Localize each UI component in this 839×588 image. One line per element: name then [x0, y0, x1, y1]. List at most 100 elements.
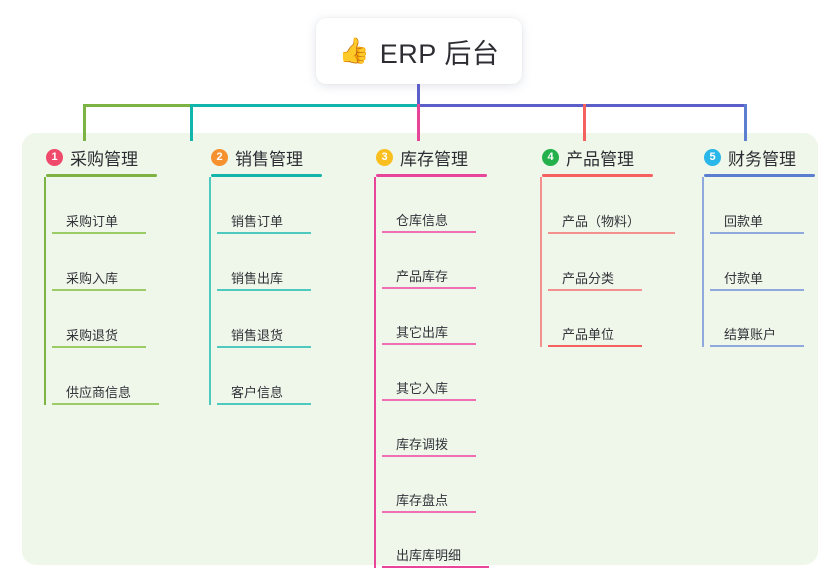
branch-title-product: 产品管理 [566, 149, 634, 169]
branch-column-sales: 2 销售管理 销售订单 销售出库 销售退货 客户信息 [201, 145, 351, 405]
item-label: 产品（物料） [562, 214, 641, 229]
connector-drop-branch-1 [83, 104, 86, 141]
item-rule [217, 346, 311, 348]
list-item[interactable]: 仓库信息 [374, 177, 476, 233]
item-rule [382, 511, 476, 513]
branches-panel [22, 133, 818, 565]
item-rule [52, 232, 146, 234]
item-label: 产品单位 [562, 327, 615, 342]
list-item[interactable]: 结算账户 [702, 291, 804, 347]
connector-root-stem [417, 84, 420, 106]
branch-spine-3 [374, 177, 376, 568]
item-label: 供应商信息 [66, 385, 132, 400]
branch-rule-2 [211, 174, 322, 177]
item-rule [217, 289, 311, 291]
item-rule [52, 289, 146, 291]
list-item[interactable]: 采购订单 [44, 177, 146, 234]
item-rule [382, 231, 476, 233]
item-label: 产品库存 [396, 269, 449, 284]
item-rule [710, 345, 804, 347]
list-item[interactable]: 其它入库 [374, 345, 476, 401]
list-item[interactable]: 出库库明细 [374, 513, 489, 568]
branch-items-finance: 回款单 付款单 结算账户 [694, 177, 839, 347]
branch-badge-5: 5 [704, 148, 721, 166]
connector-drop-branch-3 [417, 104, 420, 141]
item-label: 销售出库 [231, 271, 284, 286]
item-rule [710, 232, 804, 234]
branch-column-purchasing: 1 采购管理 采购订单 采购入库 采购退货 供应商信息 [36, 145, 186, 405]
list-item[interactable]: 回款单 [702, 177, 804, 234]
branch-spine-2 [209, 177, 211, 405]
branch-column-product: 4 产品管理 产品（物料） 产品分类 产品单位 [532, 145, 702, 347]
item-label: 付款单 [724, 271, 764, 286]
branch-title-finance: 财务管理 [728, 149, 796, 169]
item-rule [710, 289, 804, 291]
connector-bus-segment-3 [417, 104, 747, 107]
list-item[interactable]: 供应商信息 [44, 348, 159, 405]
item-label: 出库库明细 [396, 548, 462, 563]
branch-rule-5 [704, 174, 815, 177]
item-rule [52, 403, 159, 405]
item-label: 结算账户 [724, 327, 777, 342]
item-label: 产品分类 [562, 271, 615, 286]
list-item[interactable]: 销售订单 [209, 177, 311, 234]
connector-drop-branch-5 [744, 104, 747, 141]
list-item[interactable]: 产品分类 [540, 234, 642, 291]
item-rule [382, 455, 476, 457]
branch-column-finance: 5 财务管理 回款单 付款单 结算账户 [694, 145, 839, 347]
branch-header-sales[interactable]: 2 销售管理 [201, 145, 351, 169]
branch-badge-1: 1 [46, 148, 63, 166]
item-label: 其它出库 [396, 325, 449, 340]
branch-items-purchasing: 采购订单 采购入库 采购退货 供应商信息 [36, 177, 186, 405]
branch-items-sales: 销售订单 销售出库 销售退货 客户信息 [201, 177, 351, 405]
list-item[interactable]: 付款单 [702, 234, 804, 291]
connector-bus-segment-1 [83, 104, 191, 107]
item-label: 客户信息 [231, 385, 284, 400]
item-label: 库存调拨 [396, 437, 449, 452]
list-item[interactable]: 库存调拨 [374, 401, 476, 457]
branch-spine-5 [702, 177, 704, 347]
branch-header-finance[interactable]: 5 财务管理 [694, 145, 839, 169]
root-node-erp-backend[interactable]: 👍 ERP 后台 [316, 18, 522, 84]
branch-header-product[interactable]: 4 产品管理 [532, 145, 702, 169]
item-label: 仓库信息 [396, 213, 449, 228]
branch-badge-3: 3 [376, 148, 393, 166]
branch-spine-1 [44, 177, 46, 405]
branch-rule-1 [46, 174, 157, 177]
item-rule [52, 346, 146, 348]
item-label: 采购退货 [66, 328, 119, 343]
item-rule [382, 343, 476, 345]
branch-header-purchasing[interactable]: 1 采购管理 [36, 145, 186, 169]
list-item[interactable]: 产品（物料） [540, 177, 675, 234]
list-item[interactable]: 销售退货 [209, 291, 311, 348]
branch-rule-3 [376, 174, 487, 177]
list-item[interactable]: 产品单位 [540, 291, 642, 347]
item-rule [548, 289, 642, 291]
branch-header-inventory[interactable]: 3 库存管理 [366, 145, 526, 169]
item-label: 其它入库 [396, 381, 449, 396]
item-rule [217, 403, 311, 405]
connector-drop-branch-2 [190, 104, 193, 141]
list-item[interactable]: 库存盘点 [374, 457, 476, 513]
branch-badge-4: 4 [542, 148, 559, 166]
list-item[interactable]: 销售出库 [209, 234, 311, 291]
branch-title-sales: 销售管理 [235, 149, 303, 169]
item-rule [382, 287, 476, 289]
list-item[interactable]: 产品库存 [374, 233, 476, 289]
list-item[interactable]: 其它出库 [374, 289, 476, 345]
list-item[interactable]: 采购退货 [44, 291, 146, 348]
branch-column-inventory: 3 库存管理 仓库信息 产品库存 其它出库 其它入库 库存调拨 [366, 145, 526, 568]
thumbs-up-icon: 👍 [338, 36, 370, 65]
list-item[interactable]: 采购入库 [44, 234, 146, 291]
connector-drop-branch-4 [583, 104, 586, 141]
item-label: 库存盘点 [396, 493, 449, 508]
branch-items-product: 产品（物料） 产品分类 产品单位 [532, 177, 702, 347]
branch-spine-4 [540, 177, 542, 347]
root-node-label: ERP 后台 [379, 38, 500, 69]
item-label: 销售退货 [231, 328, 284, 343]
branch-title-inventory: 库存管理 [400, 149, 468, 169]
item-rule [382, 399, 476, 401]
connector-bus-segment-2 [190, 104, 418, 107]
item-label: 采购入库 [66, 271, 119, 286]
list-item[interactable]: 客户信息 [209, 348, 311, 405]
